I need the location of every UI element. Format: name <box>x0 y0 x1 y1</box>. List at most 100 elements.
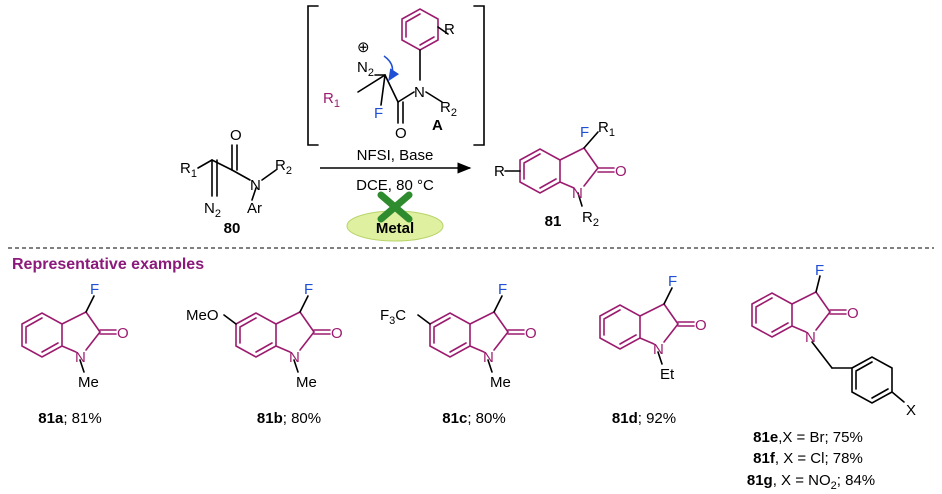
ex81c-id: 81c <box>442 410 467 427</box>
svg-text:81e,X = Br; 75%: 81e,X = Br; 75% <box>753 429 863 446</box>
ex81a-id: 81a <box>38 410 64 427</box>
example-81d: F O N Et 81d; 92% <box>599 273 707 427</box>
ex81d-n-group: Et <box>660 366 675 383</box>
ex81b-n-group: Me <box>296 374 317 391</box>
svg-text:81f, X = Cl; 78%: 81f, X = Cl; 78% <box>753 450 863 467</box>
product-r2-label: R <box>582 209 593 226</box>
product-ring-n: N <box>572 185 583 202</box>
intermediate-r2-label: R <box>440 99 451 116</box>
ex81c-substituent-c: C <box>395 307 406 324</box>
ex81c-yield: ; 80% <box>467 410 505 427</box>
ex81g-yield: , X = NO <box>773 472 831 489</box>
ex81d-ring-n: N <box>653 341 664 358</box>
example-81b: MeO F O N Me 81b; 80% <box>186 281 343 427</box>
ex81a-carbonyl-o: O <box>117 325 129 342</box>
product-r2-sub: 2 <box>593 217 599 229</box>
example-81c: F3C F O N Me 81c; 80% <box>380 281 537 427</box>
intermediate-carbonyl-o: O <box>395 125 407 142</box>
svg-text:R2: R2 <box>440 99 457 119</box>
intermediate-a: R ⊕ N2 R1 F O N R2 A <box>307 5 485 146</box>
intermediate-r1-sub: 1 <box>334 98 340 110</box>
intermediate-fluorine: F <box>374 105 383 122</box>
ex81c-ring-n: N <box>483 349 494 366</box>
reactant-diazo-sub: 2 <box>215 208 221 220</box>
svg-text:81a; 81%: 81a; 81% <box>38 410 101 427</box>
svg-text:R1: R1 <box>598 119 615 139</box>
reactant-r2-sub: 2 <box>286 165 292 177</box>
ex81e-yield: ,X = Br; 75% <box>778 429 863 446</box>
svg-text:R1: R1 <box>323 90 340 110</box>
svg-text:R1: R1 <box>180 160 197 180</box>
reactant-carbonyl-o: O <box>230 127 242 144</box>
cross-icon <box>377 191 413 223</box>
ex81b-substituent: MeO <box>186 307 219 324</box>
ex81a-n-group: Me <box>78 374 99 391</box>
product-carbonyl-o: O <box>615 163 627 180</box>
intermediate-diazonium-n: N <box>357 59 368 76</box>
intermediate-diazonium-sub: 2 <box>368 67 374 79</box>
intermediate-charge: ⊕ <box>357 39 370 56</box>
ex81c-substituent-f: F <box>380 307 389 324</box>
ex81f-yield: , X = Cl; 78% <box>775 450 863 467</box>
reactant-r1-label: R <box>180 160 191 177</box>
conditions-solvent-temp: DCE, 80 °C <box>356 177 434 194</box>
intermediate-r2-sub: 2 <box>451 107 457 119</box>
product-fluorine: F <box>580 124 589 141</box>
ex81c-n-group: Me <box>490 374 511 391</box>
reactant-80: R1 O N R2 Ar N2 80 <box>180 127 292 237</box>
ex81e-id: 81e <box>753 429 778 446</box>
ex81g-yield-sub: 2 <box>831 480 837 492</box>
product-81: R F R1 O N R2 81 <box>494 119 627 230</box>
conditions-reagents: NFSI, Base <box>357 147 434 164</box>
product-r1-sub: 1 <box>609 127 615 139</box>
ex81d-yield: ; 92% <box>638 410 676 427</box>
reactant-diazo-n: N <box>204 200 215 217</box>
ex81d-id: 81d <box>612 410 638 427</box>
ex81b-fluorine: F <box>304 281 313 298</box>
product-r1-label: R <box>598 119 609 136</box>
ex81b-carbonyl-o: O <box>331 325 343 342</box>
ex81d-fluorine: F <box>668 273 677 290</box>
ex81e-carbonyl-o: O <box>847 305 859 322</box>
ex81b-yield: ; 80% <box>283 410 321 427</box>
ex81b-ring-n: N <box>289 349 300 366</box>
ex81d-carbonyl-o: O <box>695 317 707 334</box>
ex81c-fluorine: F <box>498 281 507 298</box>
ex81a-ring-n: N <box>75 349 86 366</box>
ex81f-id: 81f <box>753 450 776 467</box>
ex81a-yield: ; 81% <box>63 410 101 427</box>
reactant-amide-n: N <box>250 177 261 194</box>
ex81c-carbonyl-o: O <box>525 325 537 342</box>
reactant-compound-number: 80 <box>224 220 241 237</box>
ex81g-id: 81g <box>747 472 773 489</box>
metal-label: Metal <box>376 220 414 237</box>
intermediate-label: A <box>432 117 443 134</box>
svg-text:R2: R2 <box>275 157 292 177</box>
reaction-conditions: NFSI, Base DCE, 80 °C Metal <box>320 147 472 242</box>
product-compound-number: 81 <box>545 213 562 230</box>
intermediate-r1-label: R <box>323 90 334 107</box>
svg-text:R2: R2 <box>582 209 599 229</box>
reactant-aryl: Ar <box>247 200 262 217</box>
example-81e-g: F O N X 81e,X = Br; 75% 81f, X = Cl; 78%… <box>747 262 916 492</box>
ex81c-substituent-sub: 3 <box>389 315 395 327</box>
ex81g-yield-tail: ; 84% <box>837 472 875 489</box>
ex81e-ring-n: N <box>805 329 816 346</box>
examples-heading: Representative examples <box>12 256 204 273</box>
ex81b-id: 81b <box>257 410 283 427</box>
ex81e-x-label: X <box>906 402 916 419</box>
example-81a: F O N Me 81a; 81% <box>21 281 129 427</box>
reactant-r1-sub: 1 <box>191 168 197 180</box>
svg-text:N2: N2 <box>357 59 374 79</box>
svg-text:81c; 80%: 81c; 80% <box>442 410 505 427</box>
svg-text:N2: N2 <box>204 200 221 220</box>
reactant-r2-label: R <box>275 157 286 174</box>
svg-text:F3C: F3C <box>380 307 406 327</box>
ex81e-fluorine: F <box>815 262 824 279</box>
intermediate-aryl-r: R <box>444 21 455 38</box>
svg-text:81d; 92%: 81d; 92% <box>612 410 676 427</box>
ex81a-fluorine: F <box>90 281 99 298</box>
svg-text:81g, X = NO2; 84%: 81g, X = NO2; 84% <box>747 472 875 492</box>
svg-text:81b; 80%: 81b; 80% <box>257 410 321 427</box>
